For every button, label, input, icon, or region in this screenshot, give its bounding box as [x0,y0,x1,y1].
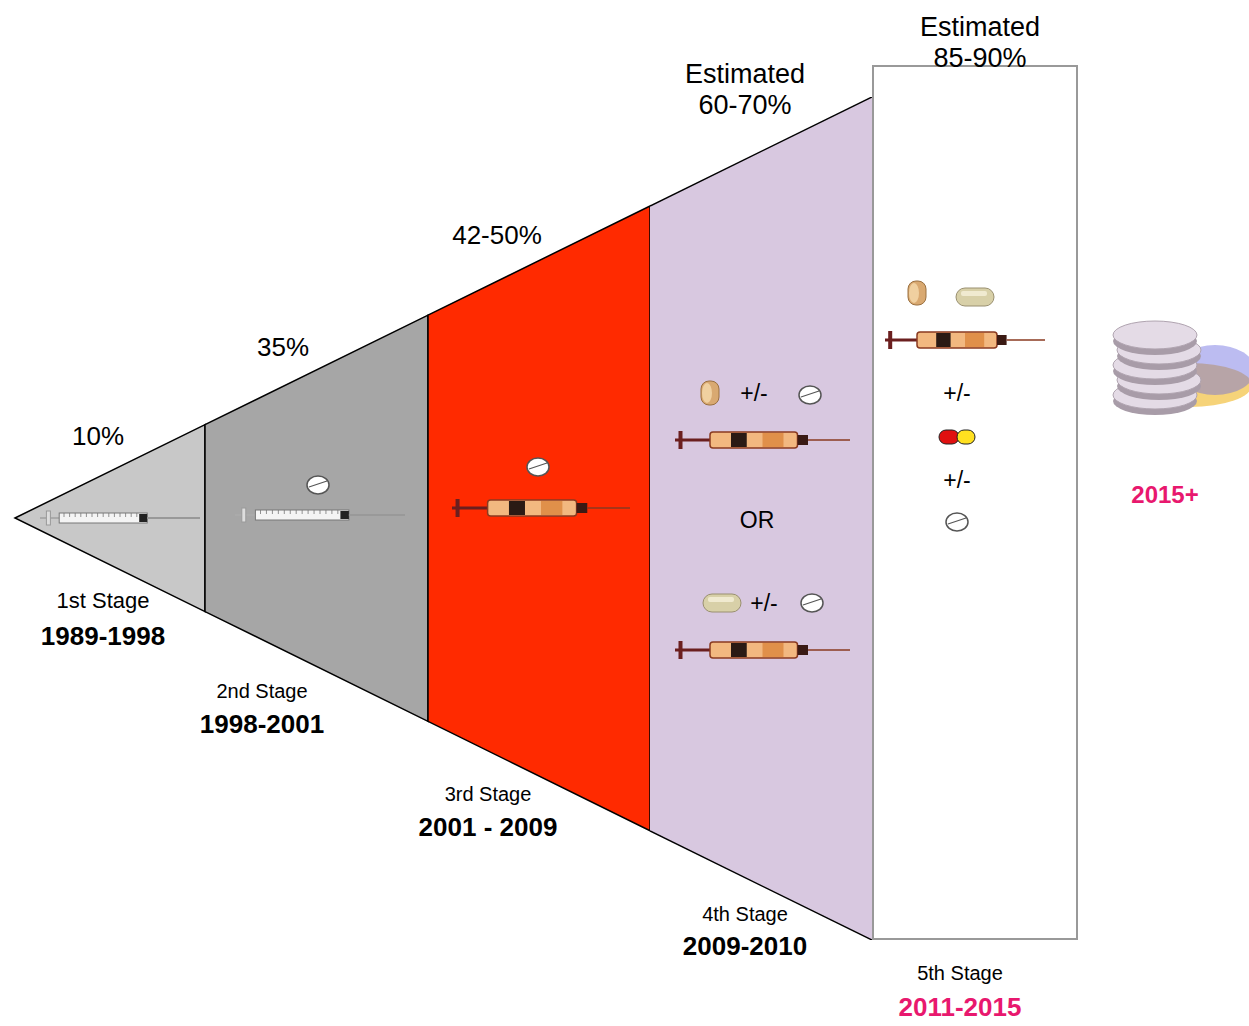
percentage-label: 10% [72,422,124,452]
combo-operator: OR [740,507,775,533]
stage-label: 2009-2010 [683,932,807,962]
stage-label: 2nd Stage [216,680,307,703]
percentage-label: Estimated 60-70% [670,59,820,121]
stage-label: 1998-2001 [200,710,324,740]
stage-label: 5th Stage [917,962,1003,985]
stage-label: 1st Stage [57,588,150,613]
stage-label: 3rd Stage [445,783,532,806]
stage-label: 1989-1998 [41,622,165,652]
percentage-label: Estimated 85-90% [905,12,1055,74]
percentage-label: 42-50% [452,221,542,251]
stage-shape [872,65,1078,940]
stage-panel: +/- +/- [872,65,1078,940]
combo-operator: +/- [740,380,767,406]
combo-operator: +/- [943,467,970,493]
future-label: 2015+ [1131,481,1198,509]
stage-label: 4th Stage [702,903,788,926]
stage-wedge: +/- OR +/- [650,97,872,940]
combo-operator: +/- [943,380,970,406]
percentage-label: 35% [257,333,309,363]
combo-operator: +/- [750,590,777,616]
stage-label: 2001 - 2009 [419,813,558,843]
stage-label: 2011-2015 [899,993,1022,1023]
